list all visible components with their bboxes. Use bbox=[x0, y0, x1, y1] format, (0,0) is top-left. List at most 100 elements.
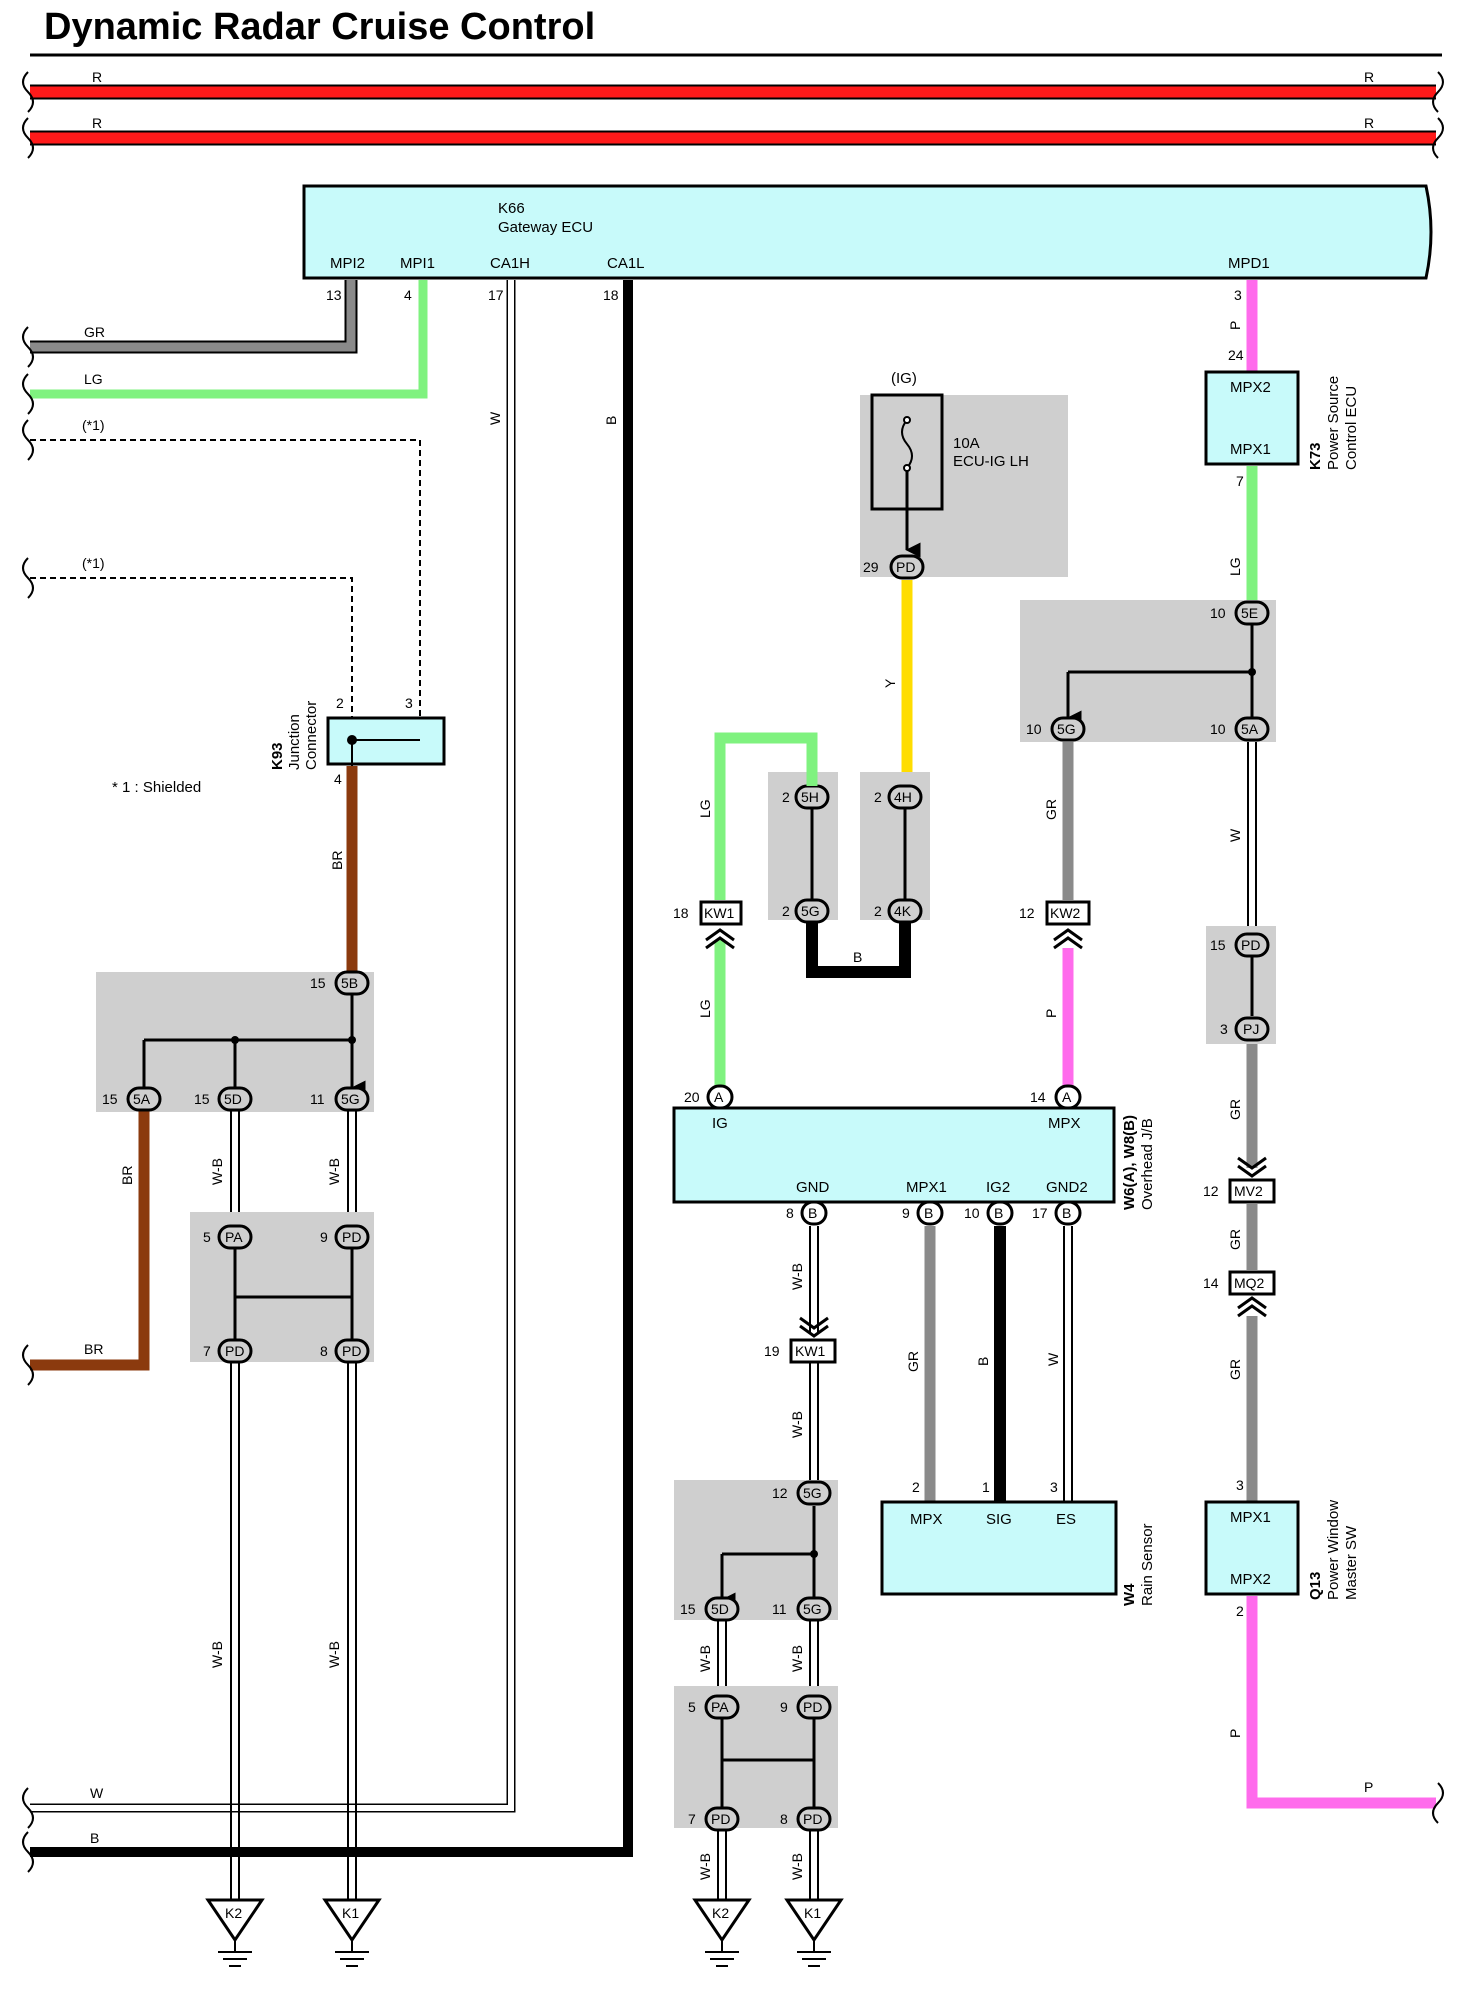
connector-id: PD bbox=[711, 1811, 730, 1827]
connector-id: B bbox=[1062, 1205, 1071, 1221]
wire-label: P bbox=[1364, 1779, 1373, 1795]
component-name: Master SW bbox=[1343, 1525, 1360, 1600]
ground-id: K1 bbox=[804, 1905, 821, 1921]
overhead-junction-block bbox=[672, 1106, 1116, 1204]
wire-label: R bbox=[1364, 69, 1374, 85]
pin-name: MPI2 bbox=[330, 255, 365, 272]
pin-number: 11 bbox=[310, 1091, 325, 1107]
connector-id: A bbox=[1062, 1089, 1072, 1105]
pin-number: 10 bbox=[1210, 605, 1226, 621]
component-name: Overhead J/B bbox=[1139, 1118, 1156, 1210]
pin-number: 12 bbox=[1019, 905, 1035, 921]
fuse-name: ECU-IG LH bbox=[953, 453, 1029, 470]
pin-number: 5 bbox=[688, 1699, 696, 1715]
connector-pills bbox=[1050, 600, 1270, 742]
shield-note: * 1 : Shielded bbox=[112, 779, 201, 796]
connector-id: 5D bbox=[224, 1091, 242, 1107]
pin-number: 24 bbox=[1228, 347, 1244, 363]
wire-label: W-B bbox=[209, 1641, 225, 1668]
pin-number: 3 bbox=[1220, 1021, 1228, 1037]
connector-id: PD bbox=[225, 1343, 244, 1359]
pin-number: 9 bbox=[780, 1699, 788, 1715]
component-code: K66 bbox=[498, 200, 525, 217]
pin-number: 17 bbox=[488, 287, 504, 303]
connector-id: 5H bbox=[801, 789, 819, 805]
pin-number: 2 bbox=[782, 903, 790, 919]
pin-name: MPX bbox=[1048, 1115, 1081, 1132]
component-name: Power Source bbox=[1325, 376, 1342, 470]
power-source-ecu-k73 bbox=[1204, 370, 1300, 466]
pin-number: 18 bbox=[603, 287, 619, 303]
component-name: Connector bbox=[303, 701, 320, 770]
connector-pills bbox=[704, 1480, 832, 1622]
connector-id: 5A bbox=[1241, 721, 1259, 737]
pin-name: IG2 bbox=[986, 1179, 1010, 1196]
connector-pills bbox=[126, 970, 370, 1364]
page-title: Dynamic Radar Cruise Control bbox=[44, 6, 596, 48]
wire-label: GR bbox=[1227, 1229, 1243, 1250]
component-name: Power Window bbox=[1325, 1500, 1342, 1600]
connector-id: PD bbox=[342, 1229, 361, 1245]
wire-label: BR bbox=[84, 1341, 103, 1357]
wire-label: W bbox=[487, 411, 503, 425]
connector-id: 5G bbox=[801, 903, 820, 919]
pin-number: 15 bbox=[102, 1091, 118, 1107]
pin-number: 3 bbox=[405, 695, 413, 711]
wire-label: R bbox=[92, 69, 102, 85]
pin-number: 15 bbox=[1210, 937, 1226, 953]
ground-id: K1 bbox=[342, 1905, 359, 1921]
wire-label: B bbox=[853, 949, 862, 965]
component-name: Control ECU bbox=[1343, 386, 1360, 470]
pin-number: 9 bbox=[902, 1205, 910, 1221]
connector-id: PJ bbox=[1243, 1021, 1259, 1037]
pin-number: 1 bbox=[982, 1479, 990, 1495]
connector-pills bbox=[704, 1694, 832, 1832]
connector-id: KW1 bbox=[795, 1343, 826, 1359]
wire-label: BR bbox=[119, 1166, 135, 1185]
connector-id: PA bbox=[225, 1229, 243, 1245]
wire-label: W-B bbox=[789, 1411, 805, 1438]
connector-id: KW1 bbox=[704, 905, 735, 921]
component-name: Junction bbox=[286, 714, 303, 770]
fuse-rating: 10A bbox=[953, 435, 980, 452]
pin-number: 12 bbox=[772, 1485, 788, 1501]
connector-id: 5D bbox=[711, 1601, 729, 1617]
pin-number: 5 bbox=[203, 1229, 211, 1245]
pin-number: 2 bbox=[782, 789, 790, 805]
pin-number: 7 bbox=[1236, 473, 1244, 489]
pin-number: 18 bbox=[673, 905, 689, 921]
pin-number: 10 bbox=[964, 1205, 980, 1221]
pin-number: 7 bbox=[688, 1811, 696, 1827]
connector-id: MV2 bbox=[1234, 1183, 1263, 1199]
wire-label: GR bbox=[1227, 1359, 1243, 1380]
ground-symbol bbox=[784, 1898, 844, 1967]
pin-number: 2 bbox=[874, 789, 882, 805]
connector-id: PD bbox=[896, 559, 915, 575]
wire-label: B bbox=[975, 1357, 991, 1366]
component-code: K93 bbox=[269, 742, 286, 770]
connector-id: 4H bbox=[894, 789, 912, 805]
wire-label: B bbox=[90, 1830, 99, 1846]
pin-number: 10 bbox=[1210, 721, 1226, 737]
pin-name: ES bbox=[1056, 1511, 1076, 1528]
connector-id: PA bbox=[711, 1699, 729, 1715]
connector-id: 5G bbox=[1057, 721, 1076, 737]
pin-name: MPX bbox=[910, 1511, 943, 1528]
pin-number: 19 bbox=[764, 1343, 780, 1359]
power-rails bbox=[22, 71, 1444, 159]
wire-label: W-B bbox=[697, 1645, 713, 1672]
wire-label: P bbox=[1043, 1009, 1059, 1018]
pin-number: 7 bbox=[203, 1343, 211, 1359]
pin-number: 3 bbox=[1236, 1477, 1244, 1493]
component-code: W6(A), W8(B) bbox=[1121, 1115, 1138, 1210]
pin-name: SIG bbox=[986, 1511, 1012, 1528]
wires-left bbox=[22, 280, 633, 1873]
pin-name: GND2 bbox=[1046, 1179, 1088, 1196]
wire-label: W bbox=[1227, 828, 1243, 842]
pin-name: CA1H bbox=[490, 255, 530, 272]
wire-label: GR bbox=[1043, 799, 1059, 820]
pin-number: 2 bbox=[336, 695, 344, 711]
power-window-master-switch-q13 bbox=[1204, 1500, 1300, 1596]
wire-label: GR bbox=[905, 1351, 921, 1372]
